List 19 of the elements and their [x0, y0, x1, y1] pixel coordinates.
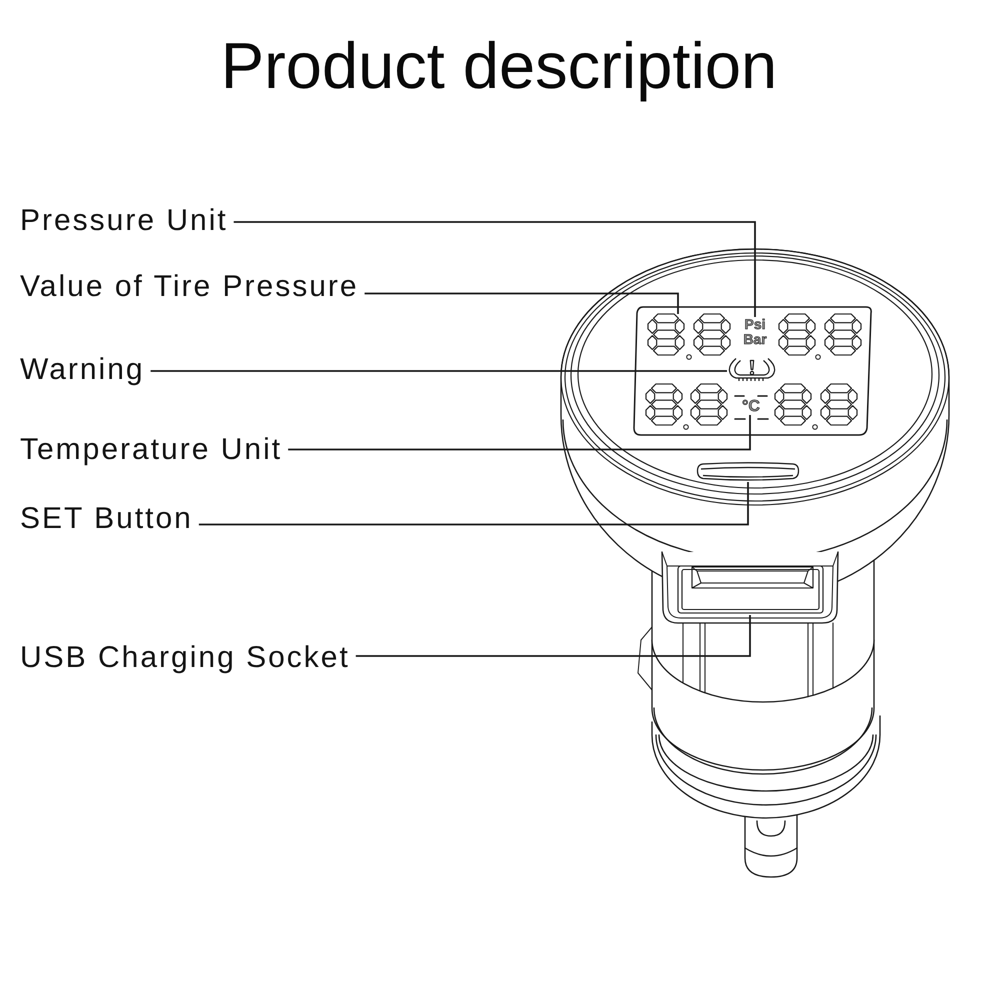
callout-label: SET Button — [20, 501, 193, 537]
title: Product description — [220, 29, 778, 103]
leader-line — [288, 415, 751, 450]
unit-label: °C — [742, 399, 760, 415]
callout-label: Warning — [20, 352, 145, 388]
callout-label: Value of Tire Pressure — [20, 269, 359, 305]
callout-label: Temperature Unit — [20, 432, 282, 468]
leader-line — [356, 615, 751, 657]
tire-warning-icon — [727, 357, 777, 382]
callout-label: Pressure Unit — [20, 203, 228, 239]
callout-label: USB Charging Socket — [20, 640, 350, 676]
leader-line — [198, 482, 749, 526]
usb-port-icon — [677, 565, 825, 615]
unit-label: Psi Bar — [738, 317, 772, 347]
segment-digits-icon — [648, 314, 730, 360]
leader-line — [150, 370, 727, 372]
leader-line — [364, 292, 679, 314]
leader-line — [234, 221, 756, 317]
push-button-icon — [696, 462, 800, 482]
